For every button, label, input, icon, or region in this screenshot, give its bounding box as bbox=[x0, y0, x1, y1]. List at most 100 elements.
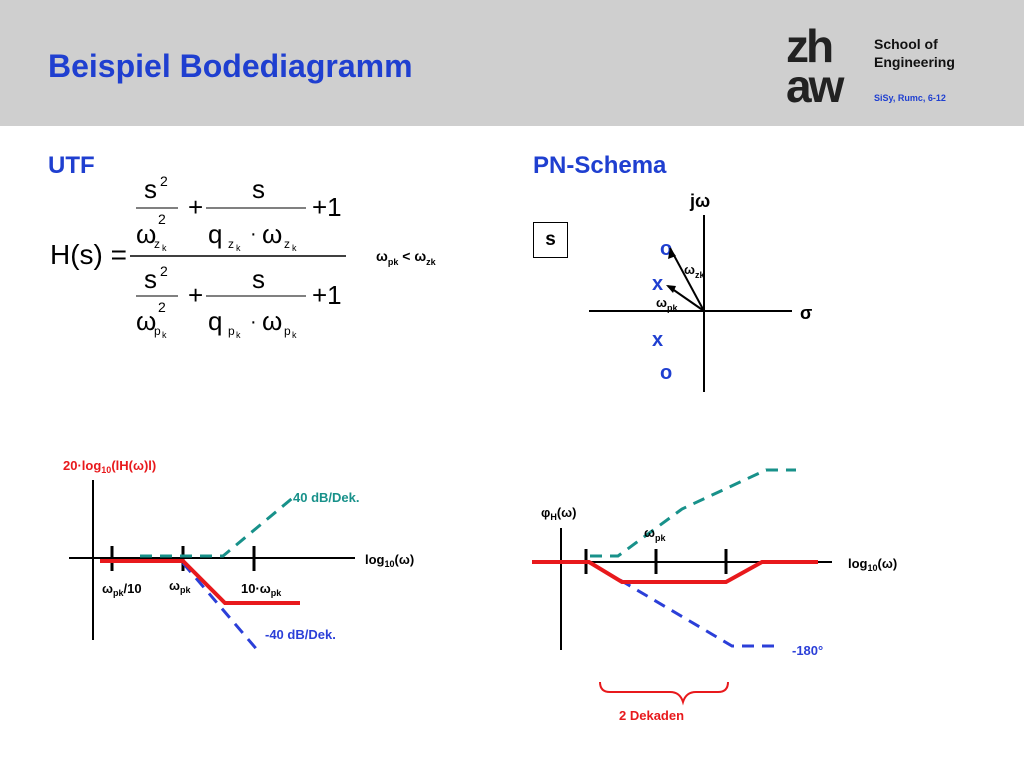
pole-phase-asymptote bbox=[619, 578, 780, 648]
school-label: School of Engineering bbox=[874, 35, 955, 71]
subscript: pk bbox=[113, 588, 124, 598]
magnitude-y-label: 20·log10(lH(ω)l) bbox=[63, 458, 156, 475]
phase-omega-label: ωpk bbox=[644, 525, 666, 543]
pole-zero-plot: jω σ o x x o ωzk ωpk bbox=[589, 191, 812, 392]
text: (ω) bbox=[878, 556, 898, 571]
arrow-head bbox=[666, 285, 676, 293]
den-s: s bbox=[144, 264, 157, 294]
text: log bbox=[365, 552, 385, 567]
phase-bode-plot: φH(ω) ωpk -180° log10(ω) 2 Dekaden bbox=[532, 468, 897, 723]
sub-z: z bbox=[284, 237, 290, 251]
decade-brace bbox=[599, 681, 729, 706]
num-omega: ω bbox=[136, 219, 156, 249]
den-s2: s bbox=[252, 264, 265, 294]
sub-k: k bbox=[292, 330, 297, 340]
dot: · bbox=[250, 223, 257, 245]
phase-y-label: φH(ω) bbox=[541, 505, 576, 522]
tick-label-3: 10·ωpk bbox=[241, 581, 282, 598]
sub-k: k bbox=[236, 243, 241, 253]
den-omega-exp: 2 bbox=[158, 299, 166, 315]
text: 20·log bbox=[63, 458, 101, 473]
plus-sign: + bbox=[188, 280, 203, 310]
arrow-head bbox=[668, 248, 676, 259]
text: (ω) bbox=[557, 505, 577, 520]
logo-zh: zh bbox=[786, 22, 832, 72]
page-title: Beispiel Bodediagramm bbox=[48, 48, 413, 84]
text: 10·ω bbox=[241, 581, 271, 596]
cond-pk: pk bbox=[387, 256, 399, 267]
omega: ω bbox=[644, 525, 655, 540]
omega: ω bbox=[684, 262, 695, 277]
imag-axis-label: jω bbox=[689, 191, 710, 211]
cond-lt: < bbox=[398, 248, 415, 264]
logo-aw: aw bbox=[786, 60, 845, 106]
omega-zk-vector bbox=[669, 247, 705, 312]
omega-pk-label: ωpk bbox=[656, 295, 678, 313]
utf-heading: UTF bbox=[48, 152, 95, 179]
real-axis-label: σ bbox=[800, 303, 812, 323]
omega-condition: ωpk < ωzk bbox=[376, 248, 436, 267]
subscript: pk bbox=[180, 585, 191, 595]
school-line-2: Engineering bbox=[874, 54, 955, 70]
subscript: 10 bbox=[385, 559, 395, 569]
num-s-exp: 2 bbox=[160, 173, 168, 189]
subscript: 10 bbox=[868, 563, 878, 573]
text: /10 bbox=[124, 581, 142, 596]
num-omega-exp: 2 bbox=[158, 211, 166, 227]
sub-p: p bbox=[284, 324, 291, 338]
den-s-exp: 2 bbox=[160, 263, 168, 279]
cond-omega2: ω bbox=[414, 248, 427, 264]
omega-zk-label: ωzk bbox=[684, 262, 705, 280]
zhaw-logo: zh aw bbox=[786, 22, 848, 106]
decades-label: 2 Dekaden bbox=[619, 708, 684, 723]
minus-180-label: -180° bbox=[792, 643, 823, 658]
subscript: H bbox=[550, 512, 557, 522]
text: log bbox=[848, 556, 868, 571]
q-symbol: q bbox=[208, 306, 222, 336]
header-bar bbox=[0, 0, 1024, 126]
sub-k: k bbox=[162, 243, 167, 253]
sub-k: k bbox=[162, 330, 167, 340]
transfer-function-formula: s 2 ω 2 z k + s q z k · ω z k +1 H(s) = … bbox=[50, 173, 346, 340]
pn-heading: PN-Schema bbox=[533, 152, 667, 179]
subscript: pk bbox=[667, 303, 678, 313]
subscript: pk bbox=[655, 533, 666, 543]
phi: φ bbox=[541, 505, 550, 520]
sub-k: k bbox=[236, 330, 241, 340]
phase-x-label: log10(ω) bbox=[848, 556, 897, 573]
tick-label-1: ωpk/10 bbox=[102, 581, 142, 598]
num-s2: s bbox=[252, 174, 265, 204]
dot: · bbox=[250, 311, 257, 333]
omega: ω bbox=[656, 295, 667, 310]
omega-symbol: ω bbox=[262, 306, 282, 336]
zero-asymptote bbox=[140, 494, 296, 558]
magnitude-x-label: log10(ω) bbox=[365, 552, 414, 569]
reference-label: SiSy, Rumc, 6-12 bbox=[874, 93, 946, 103]
zero-phase-asymptote bbox=[590, 468, 796, 558]
omega-symbol: ω bbox=[262, 219, 282, 249]
sub-p: p bbox=[154, 324, 161, 338]
s-plane-box: s bbox=[533, 222, 568, 258]
plus-one: +1 bbox=[312, 192, 342, 222]
pole-marker-upper: x bbox=[652, 273, 663, 295]
subscript: pk bbox=[271, 588, 282, 598]
cond-zk: zk bbox=[426, 256, 436, 267]
sub-p: p bbox=[228, 324, 235, 338]
omega: ω bbox=[102, 581, 113, 596]
plus-sign: + bbox=[188, 192, 203, 222]
formula-lhs: H(s) = bbox=[50, 239, 127, 270]
text: (lH(ω)l) bbox=[111, 458, 156, 473]
omega: ω bbox=[169, 578, 180, 593]
text: (ω) bbox=[395, 552, 415, 567]
zero-marker-lower: o bbox=[660, 362, 672, 384]
plus-one: +1 bbox=[312, 280, 342, 310]
subscript: zk bbox=[695, 270, 706, 280]
cond-omega: ω bbox=[376, 248, 388, 264]
q-symbol: q bbox=[208, 219, 222, 249]
zero-slope-label: 40 dB/Dek. bbox=[293, 490, 359, 505]
pole-marker-lower: x bbox=[652, 329, 663, 351]
sub-z: z bbox=[228, 237, 234, 251]
magnitude-curve bbox=[100, 559, 300, 605]
magnitude-bode-plot: 20·log10(lH(ω)l) 40 dB/Dek. -40 dB/Dek. … bbox=[63, 458, 414, 653]
num-s: s bbox=[144, 174, 157, 204]
